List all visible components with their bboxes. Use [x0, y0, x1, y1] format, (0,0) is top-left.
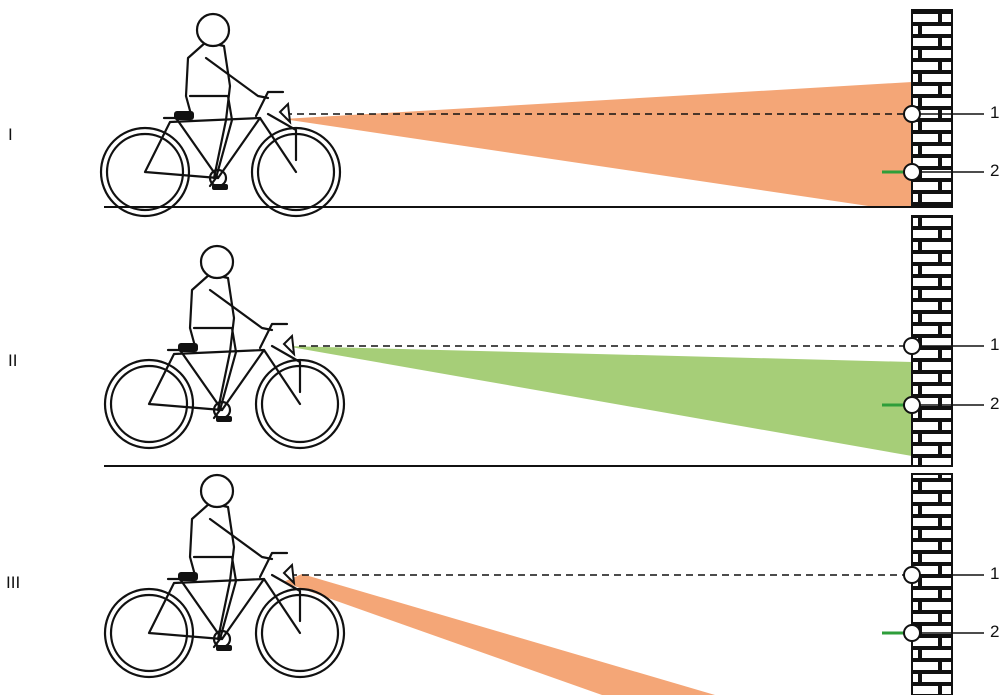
cyclist	[101, 14, 340, 216]
headlight-beam	[283, 574, 715, 695]
point-1-circle	[904, 567, 920, 583]
point-1-label: 1	[990, 103, 999, 122]
panel-label: III	[6, 573, 20, 592]
point-2-label: 2	[990, 394, 999, 413]
point-2-label: 2	[990, 161, 999, 180]
panel-label: II	[8, 351, 17, 370]
panel-label: I	[8, 125, 13, 144]
headlight-beam	[285, 346, 912, 456]
point-1-label: 1	[990, 335, 999, 354]
panel-2: II 1 2	[8, 216, 999, 466]
point-2-label: 2	[990, 622, 999, 641]
headlight-beam	[283, 82, 912, 207]
panel-1: I 1 2	[8, 10, 999, 216]
brick-wall	[912, 474, 952, 695]
point-1-label: 1	[990, 564, 999, 583]
point-2-circle	[904, 625, 920, 641]
point-1-circle	[904, 338, 920, 354]
point-1-circle	[904, 106, 920, 122]
point-2-circle	[904, 397, 920, 413]
point-2-circle	[904, 164, 920, 180]
panel-3: III 1 2	[6, 474, 999, 695]
